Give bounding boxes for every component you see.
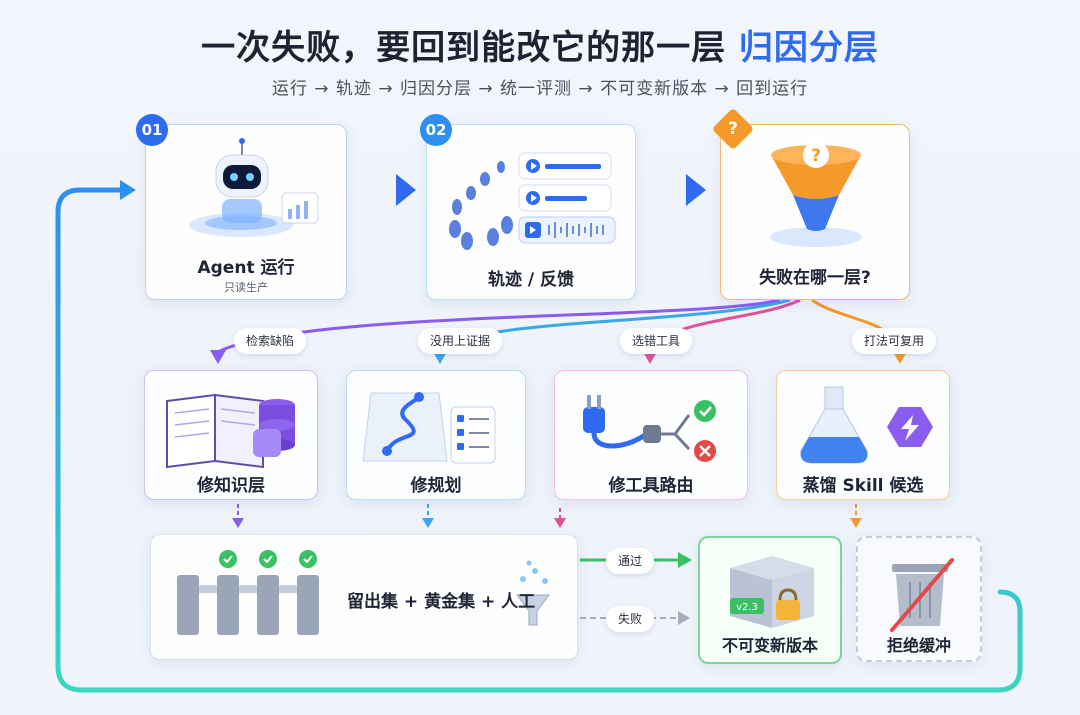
branch-planning-card: 修规划 [346,370,526,500]
plug-router-icon [583,395,716,462]
branch-tag-skill: 打法可复用 [852,328,937,354]
loop-arrowhead [120,180,136,200]
feedback-loop-line [55,187,1023,693]
svg-text:?: ? [811,146,821,166]
branch-skill-label: 蒸馏 Skill 候选 [802,476,924,496]
trace-footprints-icon [449,152,616,250]
attribution-funnel-icon: ? [770,142,862,247]
step-trace-card: 轨迹 / 反馈 [426,124,636,300]
step-attribution-card: ? 失败在哪一层? [720,124,910,300]
step-badge-02: 02 [420,114,452,146]
branch-tool-card: 修工具路由 [554,370,748,500]
branch-planning-label: 修规划 [410,476,462,496]
title-highlight: 归因分层 [738,28,879,68]
page-subtitle: 运行 → 轨迹 → 归因分层 → 统一评测 → 不可变新版本 → 回到运行 [271,79,809,99]
branch-knowledge-card: 修知识层 [144,370,318,500]
branch-tag-retrieval: 检索缺陷 [234,328,307,354]
step-agent-run-sub: 只读生产 [224,281,268,294]
locked-box-icon: v2.3 [730,556,814,628]
turnstile-gates-icon [177,550,550,635]
reject-buffer-label: 拒绝缓冲 [886,636,951,655]
step-badge-question-text: ? [728,119,738,139]
branch-tag-tool: 选错工具 [620,328,693,354]
plan-map-checklist-icon [362,392,496,464]
new-version-label: 不可变新版本 [721,636,818,655]
reject-buffer-card: 拒绝缓冲 [856,536,982,662]
branch-knowledge-label: 修知识层 [197,476,265,496]
branch-tag-evidence: 没用上证据 [418,328,503,354]
new-version-card: v2.3 不可变新版本 [698,536,842,664]
version-tag: v2.3 [736,602,758,613]
book-database-icon [166,393,295,469]
step-badge-01: 01 [136,114,168,146]
step-attribution-label: 失败在哪一层? [759,268,871,288]
step-agent-run-label: Agent 运行 [197,258,295,278]
branch-skill-card: 蒸馏 Skill 候选 [776,370,950,500]
step-trace-label: 轨迹 / 反馈 [487,270,575,290]
page-title: 一次失败，要回到能改它的那一层 归因分层 [0,20,1080,69]
eval-panel: 留出集 + 黄金集 + 人工 [150,534,578,660]
step-agent-run-card: Agent 运行 只读生产 [145,124,347,300]
eval-label: 留出集 + 黄金集 + 人工 [347,592,536,612]
robot-icon [189,138,319,237]
title-main: 一次失败，要回到能改它的那一层 [201,28,727,68]
fail-tag: 失败 [606,606,655,632]
branch-tool-label: 修工具路由 [608,476,694,496]
trash-icon [890,558,954,632]
pass-tag: 通过 [606,548,655,574]
flask-lightning-icon [800,386,933,464]
